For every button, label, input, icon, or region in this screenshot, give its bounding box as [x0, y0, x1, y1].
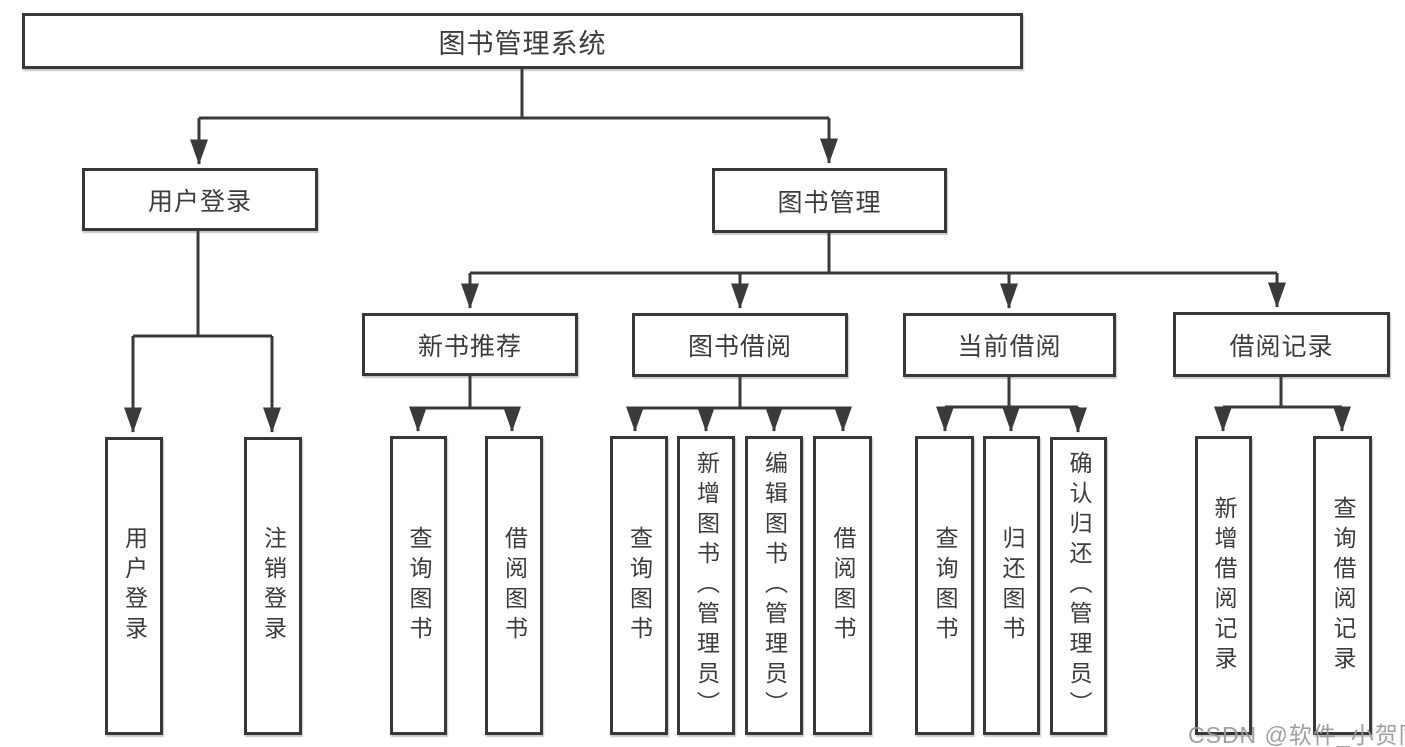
leaf-cb-return-books: 归还图书 — [983, 436, 1040, 735]
leaf-cb-confirm-return-admin: 确认归还（管理员） — [1050, 437, 1107, 735]
node-book-borrowing: 图书借阅 — [632, 313, 848, 377]
leaf-cb-query-books: 查询图书 — [915, 436, 974, 735]
node-library-system: 图书管理系统 — [22, 13, 1023, 69]
leaf-bb-add-books-admin: 新增图书（管理员） — [677, 436, 735, 735]
leaf-logout: 注销登录 — [244, 437, 302, 735]
leaf-br-add-record: 新增借阅记录 — [1195, 436, 1252, 735]
csdn-watermark: CSDN @软件_小贺同学 — [1188, 722, 1405, 747]
node-new-book-recommend: 新书推荐 — [362, 313, 578, 376]
leaf-br-query-record: 查询借阅记录 — [1313, 436, 1372, 735]
node-book-management: 图书管理 — [712, 168, 947, 233]
leaf-rec-query-books: 查询图书 — [390, 436, 447, 735]
leaf-bb-borrow-books: 借阅图书 — [813, 436, 872, 735]
leaf-bb-edit-books-admin: 编辑图书（管理员） — [745, 436, 803, 735]
node-user-login: 用户登录 — [82, 168, 318, 231]
node-current-borrowing: 当前借阅 — [903, 313, 1116, 377]
leaf-bb-query-books: 查询图书 — [610, 436, 668, 735]
leaf-user-login: 用户登录 — [105, 437, 163, 735]
leaf-rec-borrow-books: 借阅图书 — [485, 436, 543, 735]
node-borrowing-records: 借阅记录 — [1173, 312, 1390, 377]
